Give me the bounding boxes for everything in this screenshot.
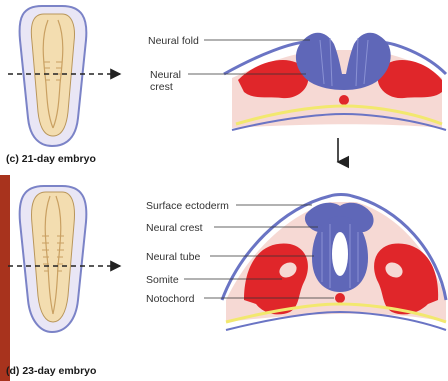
cross-section-23-day (222, 195, 446, 331)
embryo-23-day-dorsal-view (20, 186, 87, 332)
label-neural-fold: Neural fold (148, 35, 199, 47)
caption-23-day: (d) 23-day embryo (6, 365, 96, 377)
label-neural-crest-c-line1: Neural (150, 69, 181, 81)
label-neural-crest-c-line2: crest (150, 81, 173, 93)
cross-section-21-day (224, 33, 446, 130)
caption-21-day: (c) 21-day embryo (6, 153, 96, 165)
label-neural-tube: Neural tube (146, 251, 200, 263)
neural-tube-lumen (332, 232, 348, 276)
label-neural-crest-d: Neural crest (146, 222, 203, 234)
label-surface-ectoderm: Surface ectoderm (146, 200, 229, 212)
label-notochord: Notochord (146, 293, 195, 305)
notochord-d (335, 293, 345, 303)
embryo-21-day-dorsal-view (20, 6, 87, 146)
label-somite: Somite (146, 274, 179, 286)
notochord-c (339, 95, 349, 105)
label-neural-crest-c: Neural crest (150, 69, 184, 93)
